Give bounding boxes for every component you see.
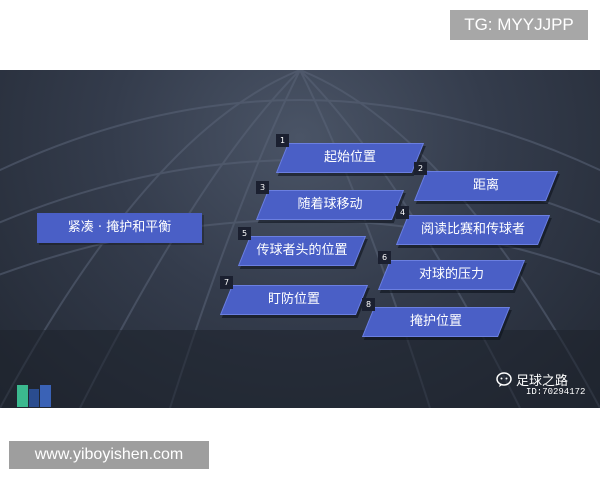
step-5-box: 5 传球者头的位置	[237, 227, 367, 266]
stadium-roof-background	[0, 70, 600, 408]
step-8-number: 8	[362, 298, 375, 311]
tg-watermark-badge: TG: MYYJJPP	[450, 10, 588, 40]
main-title-box: 紧凑 · 掩护和平衡	[37, 213, 202, 243]
step-4-box: 4 阅读比赛和传球者	[395, 206, 551, 245]
step-2-number: 2	[414, 162, 427, 175]
step-3-number: 3	[256, 181, 269, 194]
step-8-label: 掩护位置	[409, 314, 462, 329]
step-3-box: 3 随着球移动	[255, 181, 405, 220]
step-4-label: 阅读比赛和传球者	[420, 222, 525, 237]
step-8-box: 8 掩护位置	[361, 298, 511, 337]
step-2-label: 距离	[472, 178, 499, 193]
step-6-label: 对球的压力	[418, 267, 484, 282]
watermark-account-id: ID:70294172	[526, 387, 586, 397]
step-5-number: 5	[238, 227, 251, 240]
step-7-number: 7	[220, 276, 233, 289]
step-6-box: 6 对球的压力	[377, 251, 526, 290]
step-6-number: 6	[378, 251, 391, 264]
chat-bubble-icon	[496, 372, 512, 387]
step-1-label: 起始位置	[323, 150, 376, 165]
presentation-slide: 紧凑 · 掩护和平衡 1 起始位置 2 距离 3 随着球移动 4 阅读比赛和传球…	[0, 70, 600, 408]
step-1-box: 1 起始位置	[275, 134, 425, 173]
url-watermark-badge: www.yiboyishen.com	[9, 441, 209, 469]
step-2-box: 2 距离	[413, 162, 559, 201]
step-4-number: 4	[396, 206, 409, 219]
step-3-label: 随着球移动	[297, 197, 363, 212]
step-1-number: 1	[276, 134, 289, 147]
book-logo-icon	[17, 385, 51, 407]
watermark-account-name: 足球之路	[516, 374, 569, 389]
step-7-box: 7 盯防位置	[219, 276, 369, 315]
step-5-label: 传球者头的位置	[256, 243, 348, 258]
step-7-label: 盯防位置	[267, 292, 320, 307]
